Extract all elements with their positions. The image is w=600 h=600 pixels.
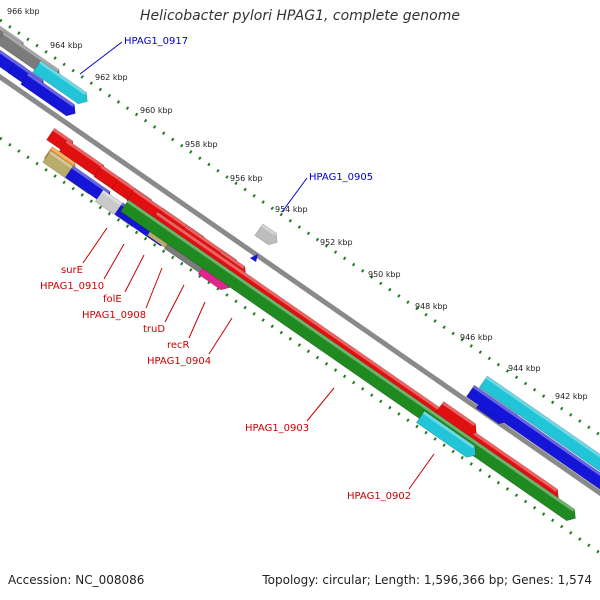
leader-line	[164, 284, 185, 323]
gene-label-hpag1_0902[interactable]: HPAG1_0902	[347, 491, 411, 502]
small-feature-marker	[250, 254, 258, 262]
tick-label: 942 kbp	[555, 392, 588, 401]
leader-line	[408, 453, 435, 490]
leader-line	[188, 301, 206, 339]
leader-line	[82, 227, 108, 264]
genome-backbone	[0, 73, 600, 497]
gene-label-hpag1_0910[interactable]: HPAG1_0910	[40, 281, 104, 292]
tick-label: 944 kbp	[508, 364, 541, 373]
tick-label: 960 kbp	[140, 106, 173, 115]
leader-line	[145, 267, 163, 309]
gene-feature[interactable]	[20, 72, 80, 120]
leader-line	[103, 243, 125, 280]
gene-feature[interactable]	[465, 384, 600, 499]
tick-ring-2	[0, 136, 600, 555]
gene-feature[interactable]	[478, 375, 600, 480]
genome-summary-text: Topology: circular; Length: 1,596,366 bp…	[262, 573, 592, 587]
gene-label-recr[interactable]: recR	[167, 340, 190, 351]
gene-feature[interactable]	[32, 60, 92, 108]
tick-label: 950 kbp	[368, 270, 401, 279]
tick-label: 948 kbp	[415, 302, 448, 311]
gene-label-trud[interactable]: truD	[143, 324, 165, 335]
accession-text: Accession: NC_008086	[8, 573, 145, 587]
gene-label-hpag1_0904[interactable]: HPAG1_0904	[147, 356, 211, 367]
gene-feature[interactable]	[435, 401, 481, 438]
gene-label-hpag1_0903[interactable]: HPAG1_0903	[245, 423, 309, 434]
tick-ring-1	[0, 18, 600, 437]
tick-label: 946 kbp	[460, 333, 493, 342]
gene-label-fole[interactable]: folE	[103, 294, 122, 305]
tick-label: 952 kbp	[320, 238, 353, 247]
gene-feature[interactable]	[415, 410, 479, 461]
gene-label-hpag1_0905[interactable]: HPAG1_0905	[309, 172, 373, 183]
leader-line	[79, 41, 123, 75]
tick-label: 958 kbp	[185, 140, 218, 149]
leader-line	[124, 254, 145, 293]
genome-title: Helicobacter pylori HPAG1, complete geno…	[140, 8, 460, 24]
gene-label-hpag1_0917[interactable]: HPAG1_0917	[124, 36, 188, 47]
leader-line	[306, 387, 335, 422]
tick-label: 966 kbp	[7, 7, 40, 16]
tick-label: 964 kbp	[50, 41, 83, 50]
leader-line	[281, 177, 308, 213]
tick-label: 962 kbp	[95, 73, 128, 82]
tick-label: 954 kbp	[275, 205, 308, 214]
leader-line	[208, 317, 233, 355]
tick-label: 956 kbp	[230, 174, 263, 183]
gene-label-sure[interactable]: surE	[61, 265, 83, 276]
gene-label-hpag1_0908[interactable]: HPAG1_0908	[82, 310, 146, 321]
gene-feature[interactable]	[254, 223, 281, 248]
